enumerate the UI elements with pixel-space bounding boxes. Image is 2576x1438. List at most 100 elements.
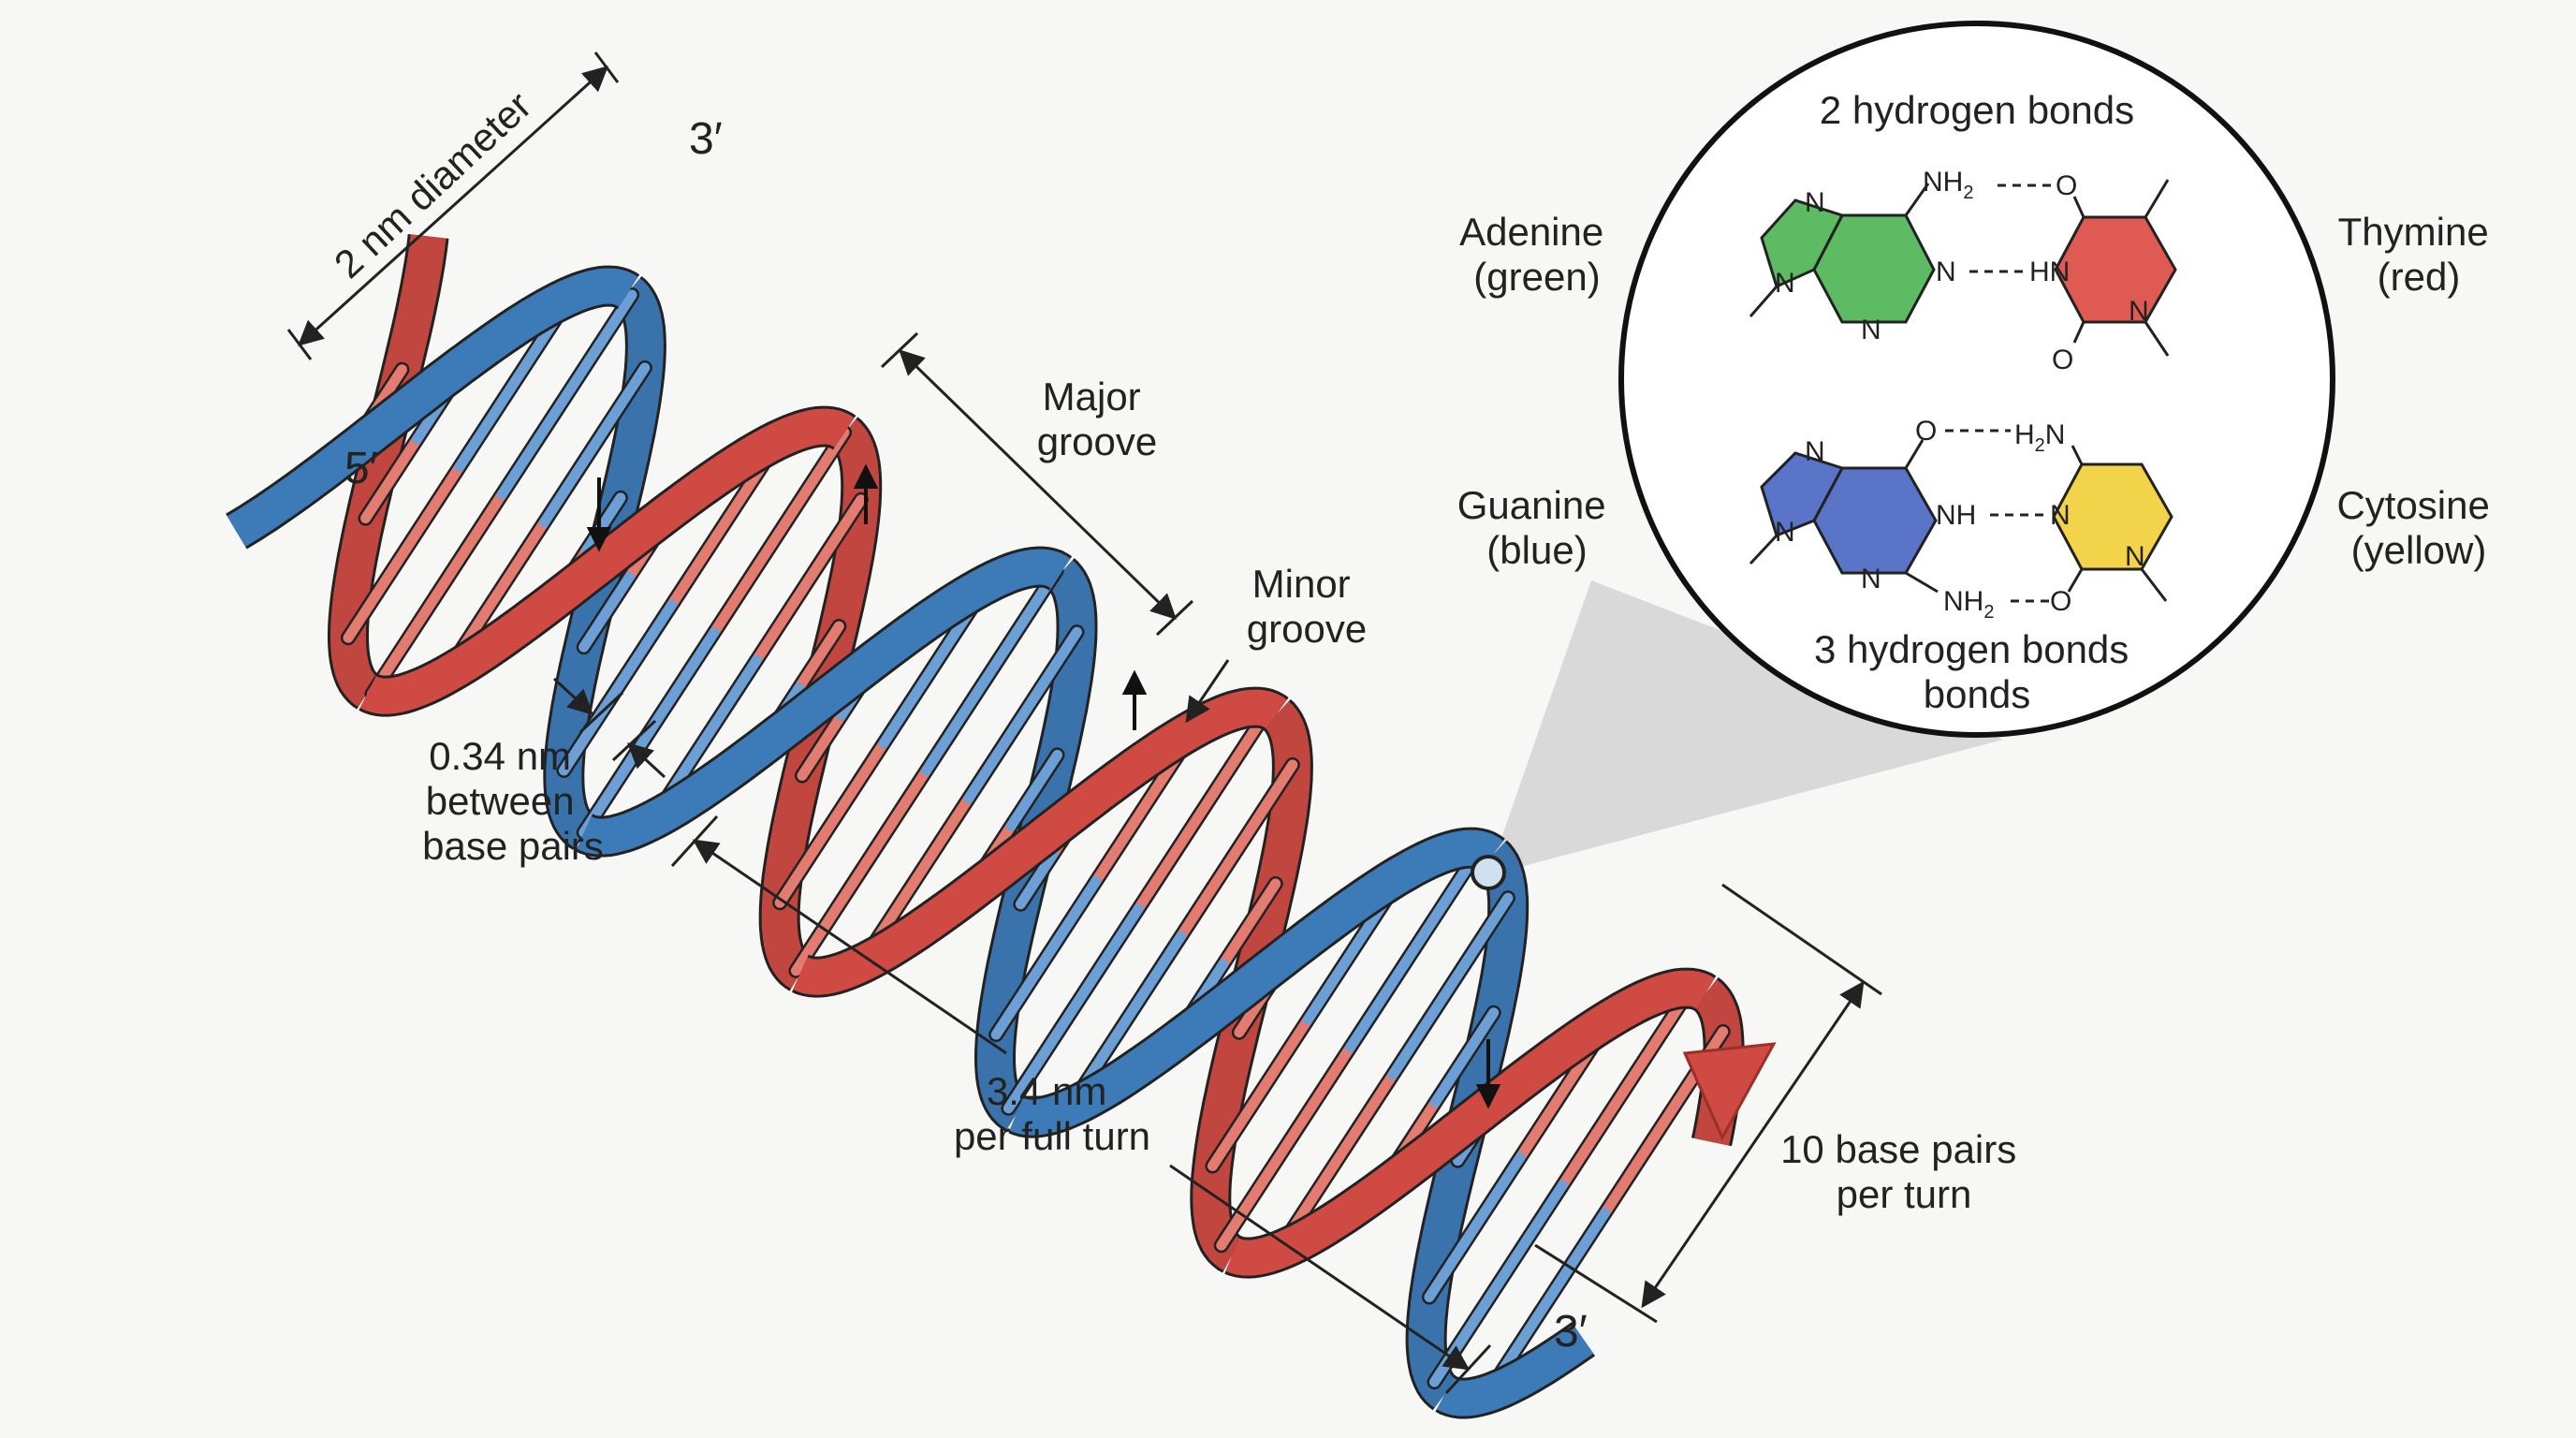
pairs-dimension [1641, 980, 1865, 1309]
guanine-atom-nh: NH [1936, 500, 1976, 531]
guanine-nh2: NH2 [1943, 586, 1994, 623]
strand-blue-segment-6 [1436, 1324, 1594, 1416]
base-pair-spacing-label: 0.34 nm between base pairs [422, 734, 604, 868]
rung-blue-half-7 [578, 572, 635, 653]
diameter-tick-a [286, 329, 313, 360]
cytosine-atom-o: O [2050, 586, 2071, 617]
rung-red-half-21 [1218, 878, 1281, 970]
minor-groove-line-1: Minor [1252, 562, 1351, 606]
rung-blue-half-28 [1424, 1152, 1526, 1303]
cytosine-h2n-pre: H [2014, 419, 2035, 450]
guanine-atom-o: O [1915, 416, 1937, 447]
cytosine-h2n-sub: 2 [2035, 435, 2045, 456]
guanine-color: (blue) [1486, 528, 1587, 572]
pairs-line-1: 10 base pairs [1780, 1127, 2016, 1171]
arrow-up-2-head [1121, 669, 1148, 695]
spacing-arrow-b [627, 742, 666, 779]
spacing-line-3: base pairs [422, 824, 604, 868]
adenine-atom-n2: N [1775, 268, 1795, 299]
thymine-atom-o2: O [2052, 345, 2073, 375]
thymine-name: Thymine [2338, 210, 2489, 254]
thymine-atom-n: N [2129, 296, 2149, 327]
arrow-down-2-head [1475, 1084, 1501, 1109]
turn-line-2: per full turn [954, 1114, 1150, 1158]
adenine-five-ring [1760, 198, 1845, 289]
dimension-lines [286, 51, 1882, 1395]
strand-red-segment-3 [793, 689, 1287, 995]
strand-red-segment-1 [359, 408, 855, 714]
major-groove-line-2: groove [1037, 419, 1157, 463]
pairs-tick-a [1721, 883, 1882, 996]
pairs-per-turn-label: 10 base pairs per turn [1780, 1127, 2027, 1216]
adenine-nh2-bond [1904, 183, 1930, 216]
spacing-line-1: 0.34 nm [429, 734, 571, 778]
turn-tick-a [670, 814, 719, 868]
three-prime-bottom-label: 3′ [1554, 1307, 1588, 1357]
minor-groove-pointer [1185, 659, 1230, 724]
rung-red-half-3 [343, 462, 465, 643]
cytosine-atom-n1: N [2050, 500, 2071, 531]
turn-tick-b [1444, 1343, 1492, 1395]
adenine-thymine-pair: N N N N NH2 O HN O N [1749, 167, 2177, 375]
cytosine-h2n: H2N [2014, 419, 2065, 456]
rung-red-half-12 [797, 710, 847, 782]
adenine-nh2-base: NH [1923, 167, 1963, 198]
cytosine-molecule [2052, 445, 2174, 602]
rung-blue-half-19 [1003, 903, 1144, 1114]
guanine-atom-n2: N [1775, 517, 1795, 548]
major-groove-label: Major groove [1037, 374, 1157, 463]
rung-blue-half-15 [963, 626, 1083, 804]
rung-red-half-14 [790, 765, 932, 976]
pairs-line-2: per turn [1837, 1172, 1972, 1216]
guanine-nh2-bond [1905, 571, 1939, 594]
adenine-methyl-bond [1749, 286, 1778, 317]
turn-dimension-b [1169, 1164, 1471, 1371]
five-prime-label: 5′ [344, 444, 378, 493]
strand-blue-segment-4 [1009, 829, 1504, 1136]
rung-red-half-10 [751, 494, 867, 666]
guanine-nh2-sub: 2 [1983, 602, 1994, 623]
thymine-atom-hn: HN [2029, 257, 2070, 287]
rung-blue-half-17 [1015, 848, 1059, 910]
cytosine-atom-n2: N [2125, 541, 2145, 572]
minor-groove-line-2: groove [1247, 607, 1367, 651]
rung-blue-half-26 [1429, 1007, 1500, 1108]
minor-groove-label: Minor groove [1247, 562, 1367, 651]
cytosine-o-bond [2067, 568, 2084, 593]
rung-blue-half-9 [578, 627, 720, 838]
pairs-tick-b [1534, 1243, 1658, 1324]
rung-blue-half-18 [990, 875, 1102, 1040]
spacing-line-2: between [426, 779, 575, 823]
arrow-down-1-head [586, 527, 612, 552]
cytosine-color: (yellow) [2351, 528, 2487, 572]
adenine-name: Adenine [1459, 210, 1603, 254]
guanine-cytosine-hbonds [1945, 429, 2050, 603]
adenine-color: (green) [1473, 255, 1600, 299]
adenine-atom-n4: N [1936, 257, 1956, 287]
rung-blue-half-8 [558, 599, 678, 776]
adenine-label: Adenine (green) [1459, 210, 1615, 299]
turn-length-label: 3.4 nm per full turn [954, 1069, 1150, 1158]
spacing-tick-b [611, 719, 657, 762]
adenine-thymine-hbonds [1969, 183, 2054, 273]
rung-red-half-9 [709, 427, 850, 638]
guanine-cytosine-pair: N N N O NH NH2 H2N N O N [1749, 416, 2174, 623]
rung-red-half-23 [1207, 1014, 1313, 1171]
adenine-atom-n3: N [1861, 315, 1881, 345]
cytosine-methyl-bond [2140, 568, 2168, 602]
thymine-label: Thymine (red) [2338, 210, 2500, 299]
rung-blue-half-5 [539, 362, 651, 528]
rung-red-half-19 [1133, 704, 1274, 915]
rung-red-half-4 [366, 489, 507, 699]
arrow-up-1-head [853, 463, 879, 489]
thymine-color: (red) [2378, 255, 2461, 299]
adenine-nh2-sub: 2 [1963, 183, 1973, 203]
bottom-title-line-2: bonds [1924, 672, 2030, 716]
three-prime-top-label: 3′ [689, 114, 723, 164]
rung-blue-half-16 [1005, 749, 1063, 831]
rung-blue-half-4 [496, 289, 637, 500]
rung-red-half-13 [774, 738, 889, 908]
rung-blue-half-25 [1387, 892, 1514, 1080]
